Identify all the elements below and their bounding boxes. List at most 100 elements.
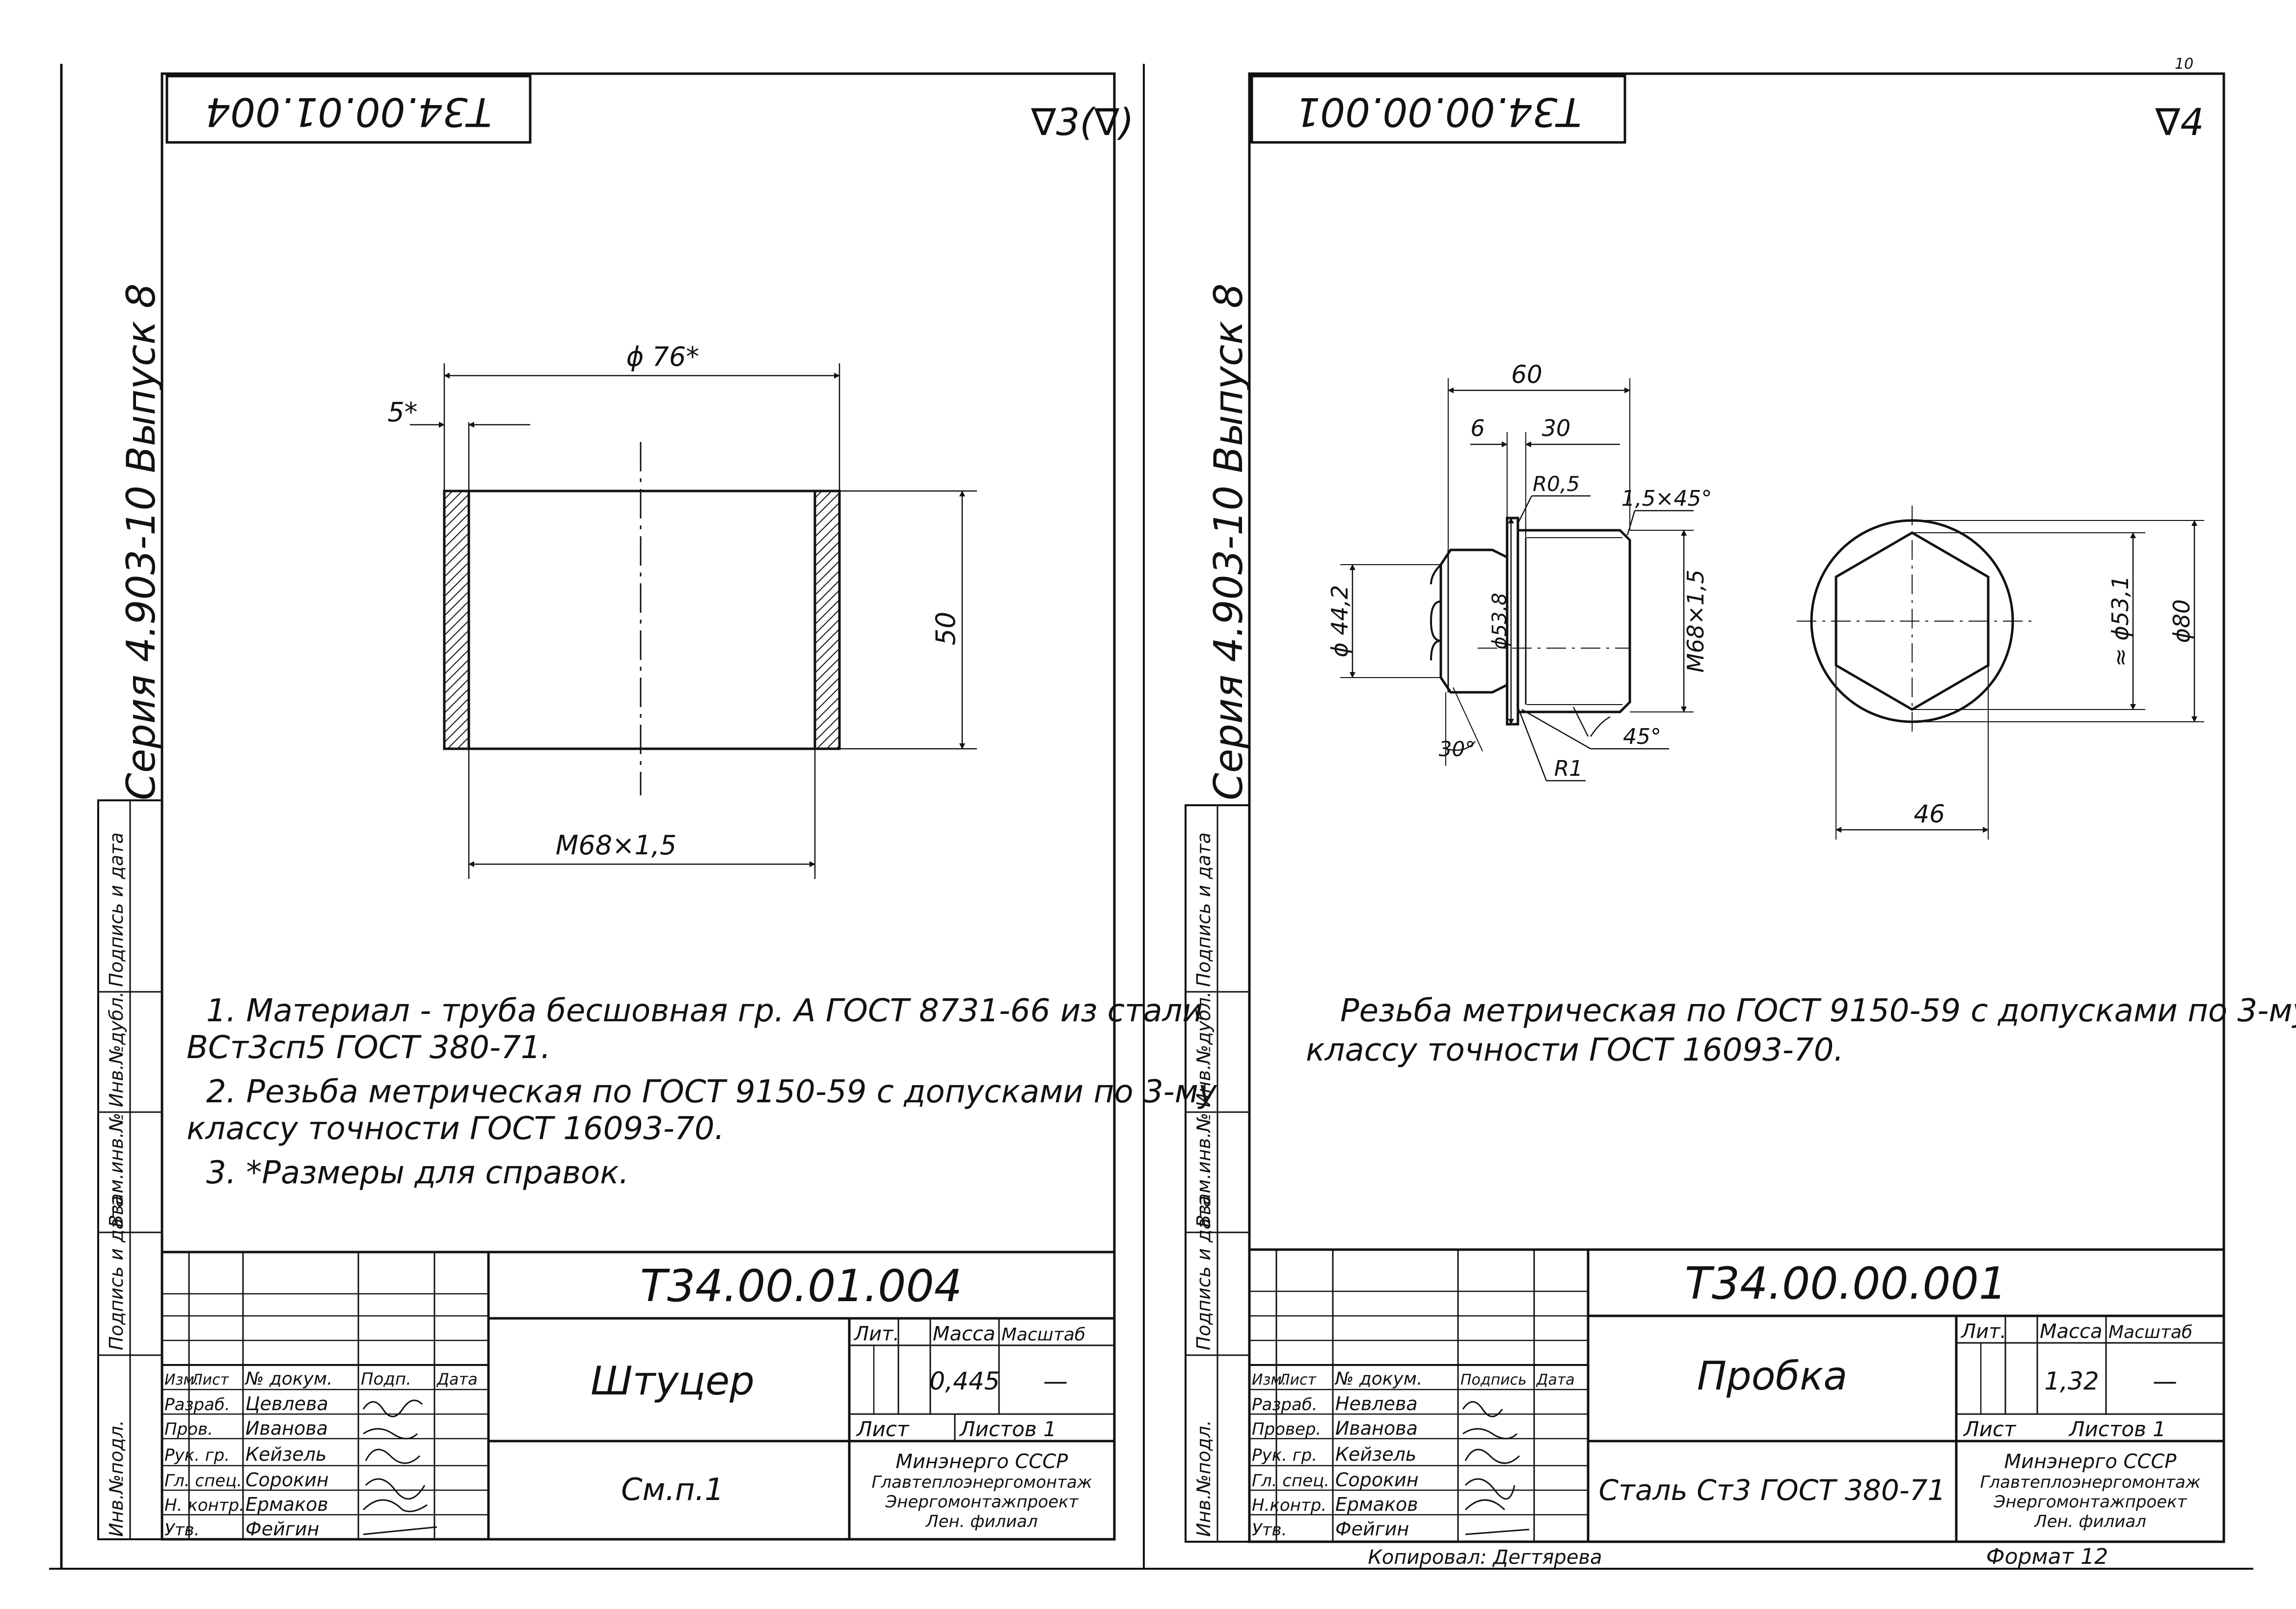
left-name-5: Ермаков [245, 1494, 328, 1515]
right-side-label-5: Подпись и дата [1193, 832, 1215, 987]
left-side-label-2: Подпись и дата [106, 1196, 127, 1350]
right-tb-org2: Главтеплоэнергомонтаж [1980, 1473, 2200, 1492]
left-note-2b: классу точности ГОСТ 16093-70. [187, 1111, 725, 1147]
right-note-1: Резьба метрическая по ГОСТ 9150-59 с доп… [1340, 993, 2296, 1029]
left-series: Серия 4.903-10 Выпуск 8 [118, 283, 164, 800]
right-stamp-code: Т34.00.00.001 [1295, 89, 1581, 135]
left-tb-sheets: Листов 1 [959, 1417, 1056, 1441]
right-tb-org3: Энергомонтажпроект [1994, 1492, 2188, 1512]
right-tb-mass-h: Масса [2040, 1320, 2103, 1343]
left-tb-sheet: Лист [856, 1417, 910, 1441]
dim-across-corners: ≈ ϕ53,1 [2107, 575, 2134, 667]
right-tb-mass: 1,32 [2044, 1367, 2099, 1395]
dim-flange: ϕ80 [2168, 600, 2195, 643]
left-col-doc: № докум. [244, 1369, 332, 1389]
right-sheet: Т34.00.00.001 ∇4 Серия 4.903-10 Выпуск 8… [1143, 64, 2296, 1570]
right-notes: Резьба метрическая по ГОСТ 9150-59 с доп… [1306, 993, 2296, 1068]
right-side-label-1: Инв.№подл. [1193, 1420, 1215, 1537]
left-tb-org3: Энергомонтажпроект [885, 1492, 1079, 1512]
right-tb-code: Т34.00.00.001 [1685, 1258, 2007, 1309]
left-title-block: Изм. Лист № докум. Подп. Дата Разраб. Пр… [161, 1251, 1116, 1541]
left-side-label-4: Инв.№дубл. [106, 991, 127, 1107]
left-roughness: ∇3(∇) [1030, 100, 1134, 144]
dim-diameter: ϕ53,8 [1488, 593, 1511, 649]
right-tb-sheets: Листов 1 [2068, 1417, 2166, 1441]
right-side-label-4: Инв.№дубл. [1193, 991, 1215, 1107]
dim-head-diameter: ϕ 44,2 [1326, 585, 1353, 657]
left-name-6: Фейгин [245, 1518, 319, 1540]
dim-chamfer: 1,5×45° [1621, 486, 1712, 511]
dim-30: 30 [1542, 415, 1571, 441]
right-col-doc: № докум. [1334, 1369, 1422, 1389]
left-tb-code: Т34.00.01.004 [640, 1260, 962, 1312]
left-role-4: Гл. спец. [164, 1471, 242, 1491]
left-col-list: Лист [191, 1371, 230, 1389]
right-name-5: Ермаков [1335, 1494, 1418, 1515]
right-col-izm: Изм. [1252, 1371, 1287, 1389]
dim-angle-30: 30° [1439, 737, 1475, 761]
left-role-1: Разраб. [164, 1395, 230, 1415]
left-side-label-1: Инв.№подл. [106, 1420, 127, 1537]
right-tb-org4: Лен. филиал [2033, 1512, 2146, 1531]
right-side-label-2: Подпись и дата [1193, 1196, 1215, 1350]
left-role-5: Н. контр. [164, 1496, 244, 1515]
left-note-1: 1. Материал - труба бесшовная гр. А ГОСТ… [206, 993, 1203, 1029]
left-sheet: Т34.00.01.004 ∇3(∇) Серия 4.903-10 Выпус… [49, 64, 1217, 1570]
right-name-4: Сорокин [1335, 1469, 1419, 1491]
left-side-label-3: Взам.инв.№ [106, 1113, 127, 1227]
right-col-date: Дата [1536, 1371, 1575, 1389]
right-note-1b: классу точности ГОСТ 16093-70. [1306, 1032, 1844, 1068]
right-name-3: Кейзель [1335, 1444, 1416, 1465]
left-tb-name: Штуцер [591, 1358, 755, 1404]
left-notes: 1. Материал - труба бесшовная гр. А ГОСТ… [187, 993, 1217, 1191]
left-tb-material: См.п.1 [621, 1472, 724, 1507]
left-note-3: 3. *Размеры для справок. [206, 1155, 629, 1191]
plug-end-view: ≈ ϕ53,1 ϕ80 46 [1797, 506, 2204, 840]
right-name-2: Иванова [1335, 1418, 1418, 1439]
left-note-1b: ВСт3сп5 ГОСТ 380-71. [187, 1030, 551, 1066]
right-tb-scale-h: Масштаб [2108, 1322, 2192, 1342]
footer-copied-by: Копировал: Дегтярева [1368, 1546, 1602, 1569]
right-roughness: ∇4 [2155, 100, 2204, 144]
left-tb-org2: Главтеплоэнергомонтаж [871, 1473, 1092, 1492]
right-role-1: Разраб. [1252, 1395, 1318, 1415]
right-series: Серия 4.903-10 Выпуск 8 [1206, 283, 1251, 800]
dim-flats: 46 [1914, 800, 1945, 828]
left-role-6: Утв. [164, 1520, 199, 1540]
dim-length: 60 [1511, 360, 1542, 389]
left-col-sign: Подп. [361, 1369, 411, 1389]
left-name-2: Иванова [245, 1418, 328, 1439]
left-tb-mass-h: Масса [933, 1323, 996, 1345]
dim-angle-45: 45° [1623, 724, 1661, 749]
right-side-label-3: Взам.инв.№ [1193, 1113, 1215, 1227]
left-col-izm: Изм. [164, 1371, 199, 1389]
right-role-6: Утв. [1252, 1520, 1287, 1540]
dim-radius: R0,5 [1533, 472, 1580, 496]
fitting-drawing: ϕ 76* 5* 50 М68×1,5 [387, 341, 977, 879]
right-tb-lit: Лит. [1960, 1320, 2006, 1343]
right-col-list: Лист [1278, 1371, 1317, 1389]
right-name-6: Фейгин [1335, 1518, 1409, 1540]
dim-r1: R1 [1554, 756, 1583, 781]
dim-height: 50 [930, 612, 961, 646]
dim-outer-diameter: ϕ 76* [626, 341, 700, 372]
dim-thread: М68×1,5 [556, 830, 676, 861]
left-side-label-5: Подпись и дата [106, 832, 127, 987]
left-stamp-code: Т34.00.01.004 [205, 89, 491, 135]
left-name-4: Сорокин [245, 1469, 329, 1491]
left-tb-mass: 0,445 [929, 1367, 999, 1395]
dim-plug-thread: М68×1,5 [1682, 570, 1709, 673]
right-name-1: Невлева [1335, 1393, 1418, 1415]
left-tb-org1: Минэнерго СССР [896, 1450, 1069, 1473]
left-col-date: Дата [436, 1370, 478, 1389]
left-name-3: Кейзель [245, 1444, 326, 1465]
dim-6: 6 [1470, 415, 1485, 441]
right-role-2: Провер. [1252, 1419, 1321, 1439]
right-tb-material: Сталь Ст3 ГОСТ 380-71 [1599, 1473, 1946, 1507]
left-tb-scale: — [1043, 1367, 1068, 1395]
left-tb-lit: Лит. [853, 1323, 899, 1345]
right-tb-sheet: Лист [1963, 1417, 2017, 1441]
left-tb-org4: Лен. филиал [925, 1512, 1038, 1531]
dim-wall: 5* [387, 397, 417, 428]
